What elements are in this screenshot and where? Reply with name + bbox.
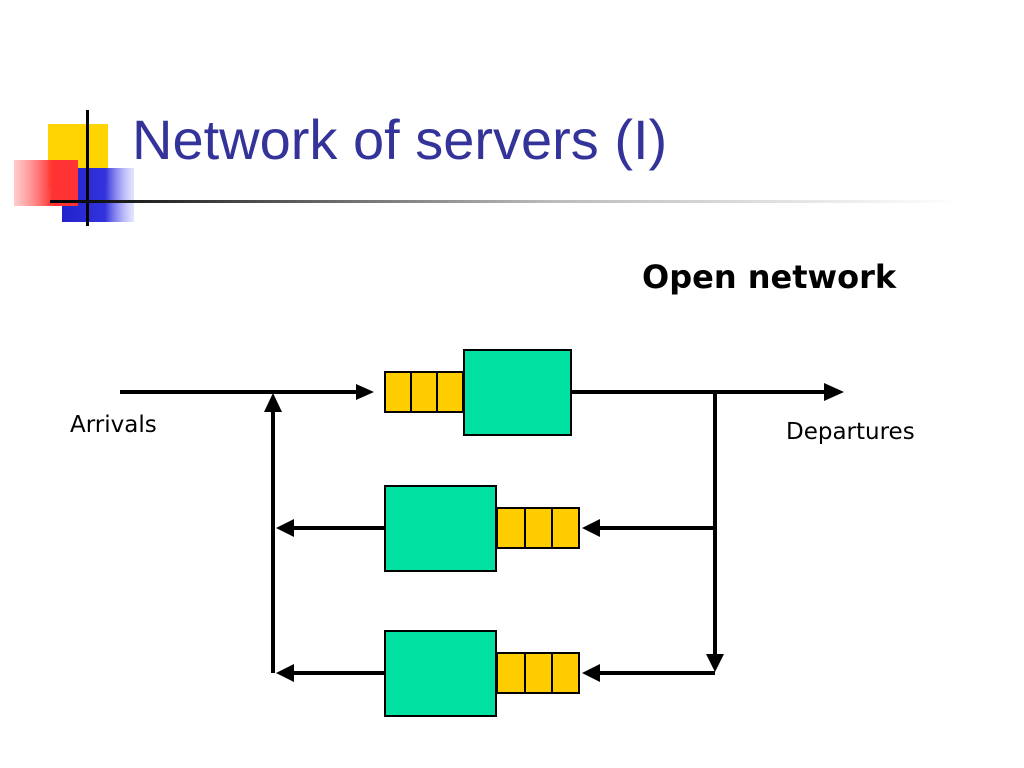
arrivals-label: Arrivals — [70, 412, 157, 438]
diagram-subtitle: Open network — [642, 258, 897, 296]
bottom-branch-in-arrowhead — [582, 664, 600, 682]
middle-branch-in-arrowhead — [582, 519, 600, 537]
feedback-left-arrowhead — [264, 393, 282, 412]
page-title: Network of servers (I) — [132, 108, 668, 171]
server-middle — [384, 485, 497, 572]
arrival-arrowhead — [356, 384, 374, 400]
departures-label: Departures — [786, 419, 915, 445]
server-top — [463, 349, 572, 436]
departure-arrowhead — [824, 383, 844, 401]
server-bottom — [384, 630, 497, 717]
title-rule — [50, 200, 960, 203]
queue-bottom — [496, 652, 580, 694]
logo-red-square — [14, 160, 78, 206]
queue-top — [384, 371, 464, 413]
logo-vertical-bar — [86, 110, 89, 226]
bottom-branch-out-arrowhead — [276, 664, 294, 682]
queue-middle — [496, 507, 580, 549]
feedback-right-arrowhead — [706, 654, 724, 672]
middle-branch-out-arrowhead — [276, 519, 294, 537]
